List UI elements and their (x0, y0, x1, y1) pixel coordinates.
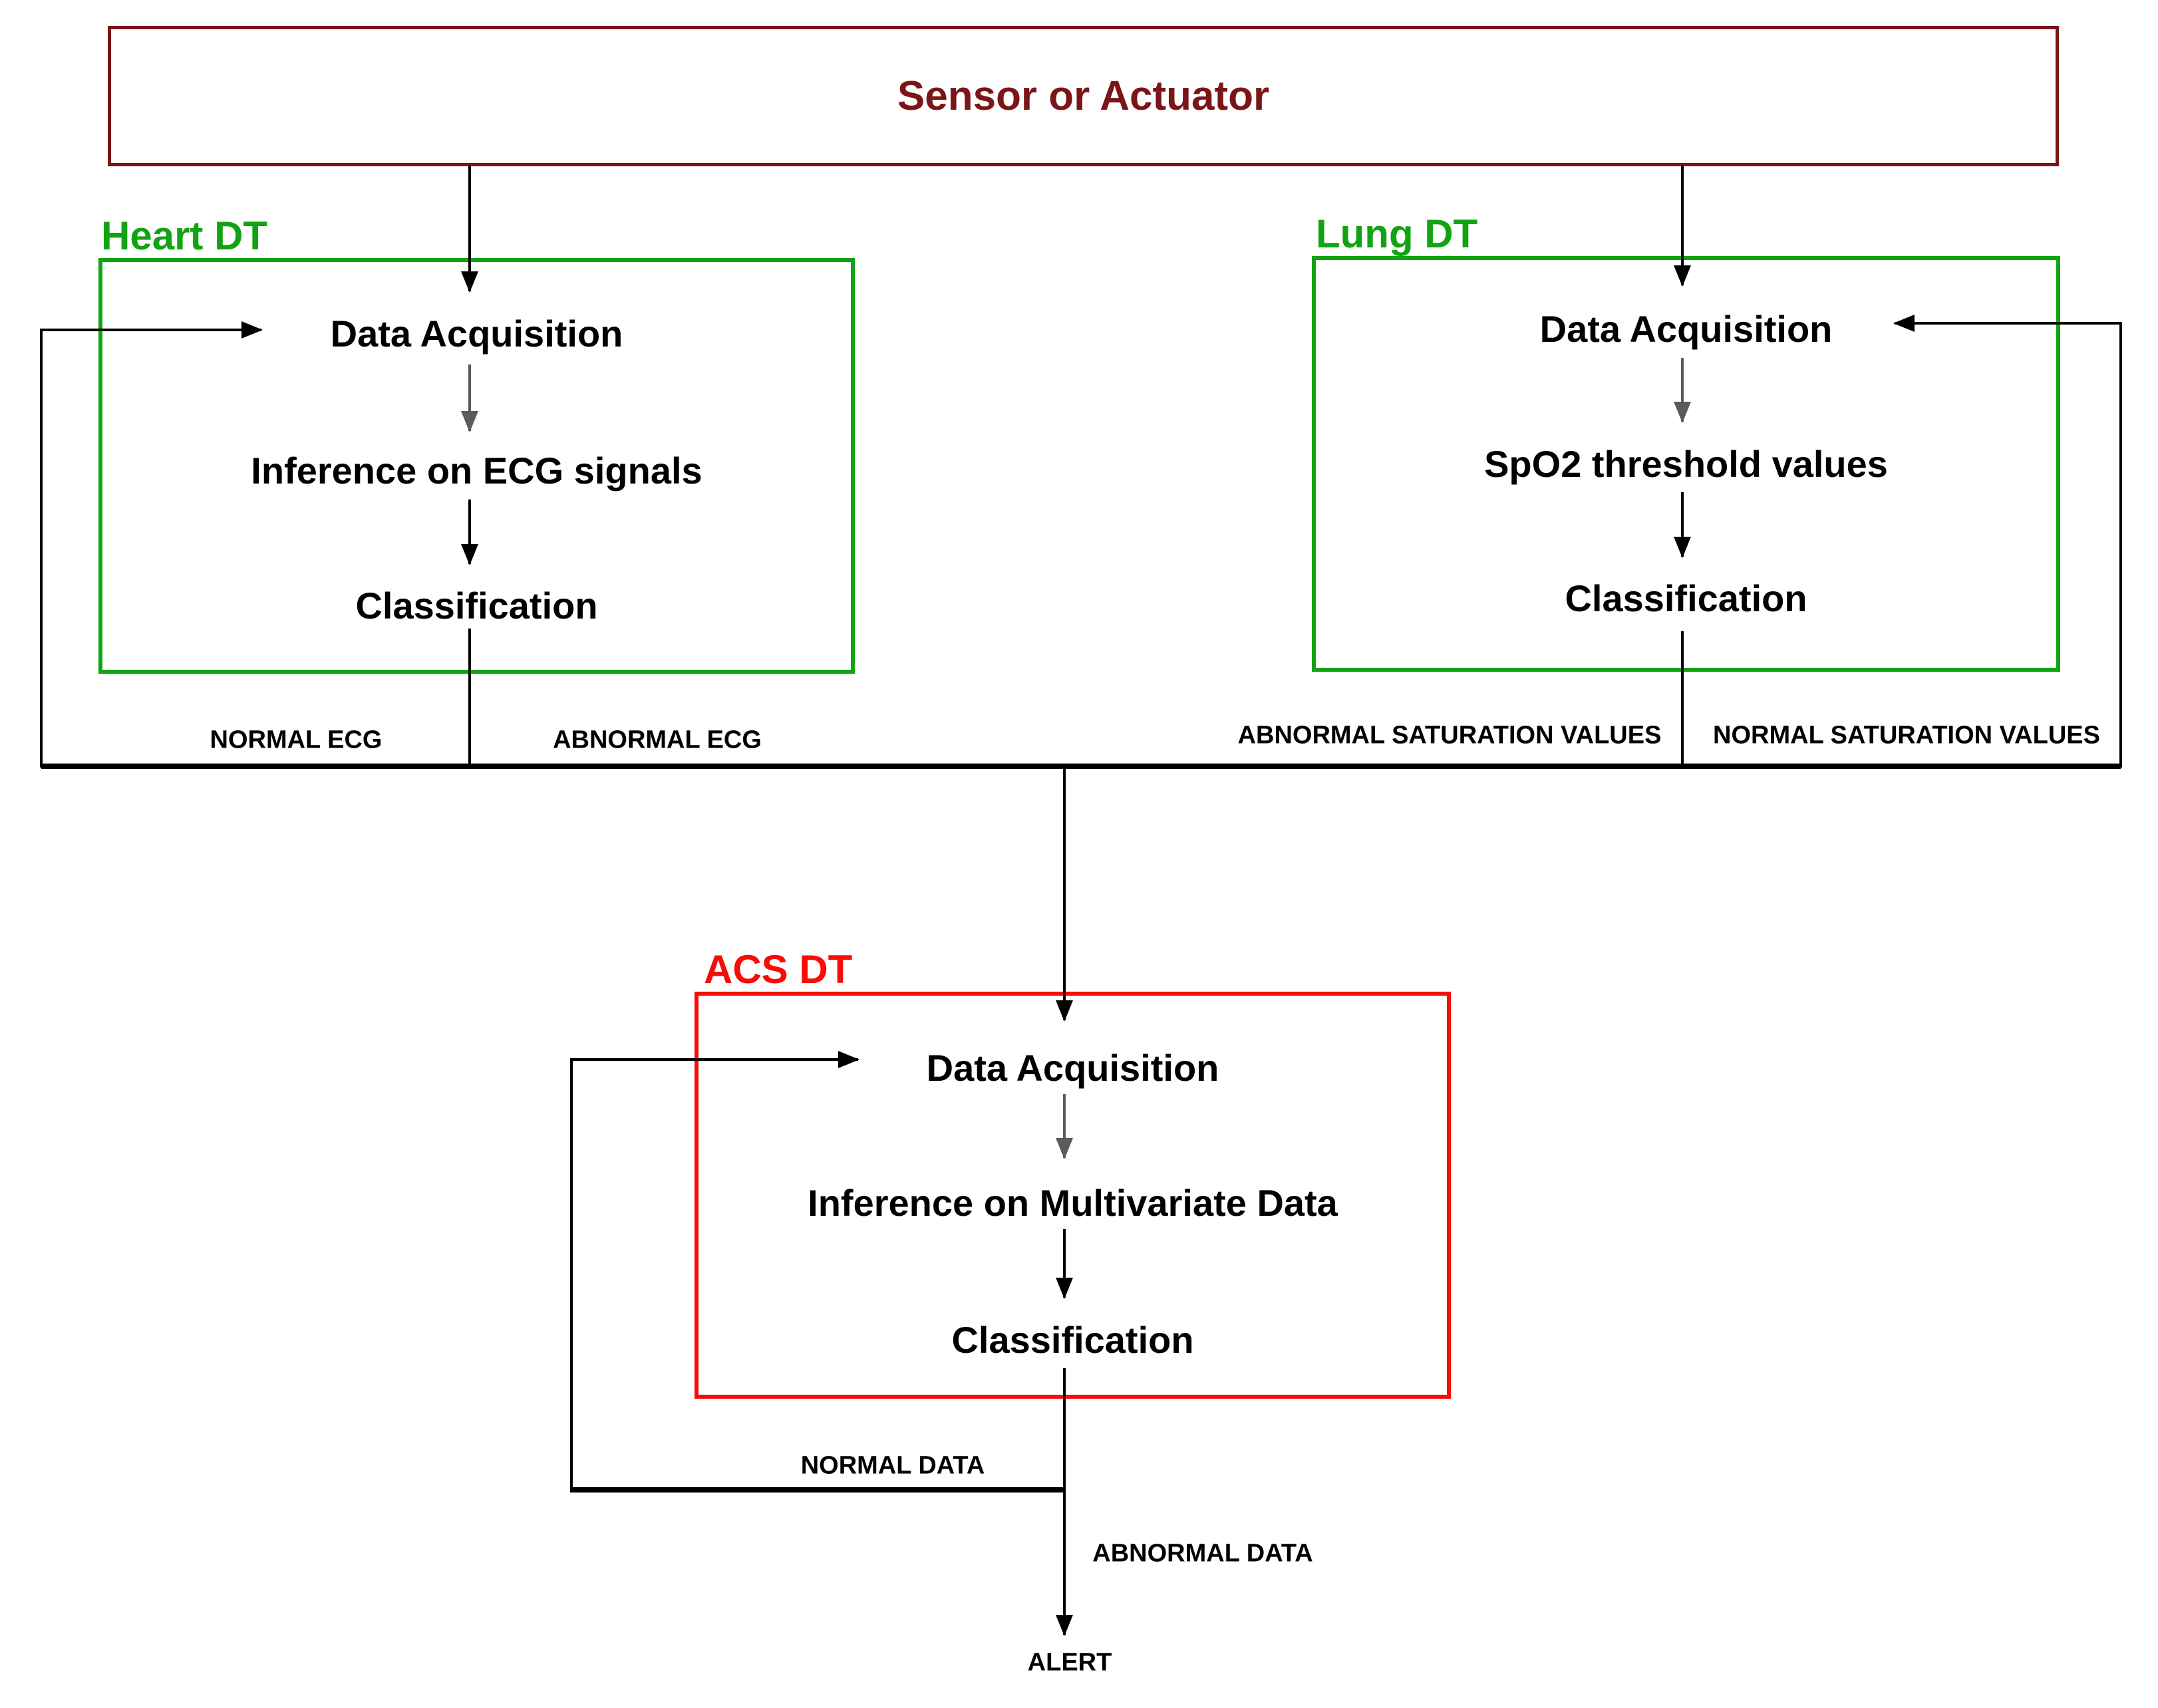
acs-dt-label: ACS DT (704, 947, 853, 992)
heart-step-inference-ecg: Inference on ECG signals (251, 450, 702, 492)
lung-step-classification: Classification (1565, 577, 1807, 619)
lung-step-spo2-threshold: SpO2 threshold values (1484, 443, 1888, 485)
heart-dt-panel: Data Acquisition Inference on ECG signal… (98, 258, 855, 674)
lung-dt-label: Lung DT (1316, 212, 1478, 256)
edge-label-normal-saturation: NORMAL SATURATION VALUES (1713, 721, 2100, 750)
connector-normal-ecg-feedback (40, 321, 263, 768)
connector-normal-data-feedback (570, 1051, 859, 1493)
connector-normal-saturation-feedback (1893, 315, 2122, 768)
edge-label-normal-data: NORMAL DATA (800, 1451, 985, 1480)
acs-step-data-acquisition: Data Acquisition (926, 1047, 1219, 1089)
acs-step-classification: Classification (951, 1319, 1194, 1361)
sensor-actuator-box: Sensor or Actuator (108, 26, 2059, 166)
edge-label-alert: ALERT (1027, 1648, 1112, 1677)
edge-label-abnormal-ecg: ABNORMAL ECG (553, 726, 762, 754)
heart-step-classification: Classification (355, 585, 598, 627)
lung-dt-panel: Data Acquisition SpO2 threshold values C… (1312, 256, 2060, 672)
edge-label-abnormal-saturation: ABNORMAL SATURATION VALUES (1237, 721, 1662, 750)
heart-step-data-acquisition: Data Acquisition (330, 313, 623, 355)
acs-step-inference-multivariate: Inference on Multivariate Data (808, 1182, 1338, 1224)
edge-label-normal-ecg: NORMAL ECG (210, 726, 383, 754)
acs-dt-panel: Data Acquisition Inference on Multivaria… (694, 992, 1451, 1399)
heart-dt-label: Heart DT (101, 214, 268, 258)
sensor-actuator-title: Sensor or Actuator (897, 73, 1270, 119)
edge-label-abnormal-data: ABNORMAL DATA (1092, 1539, 1313, 1568)
lung-step-data-acquisition: Data Acquisition (1539, 308, 1833, 350)
